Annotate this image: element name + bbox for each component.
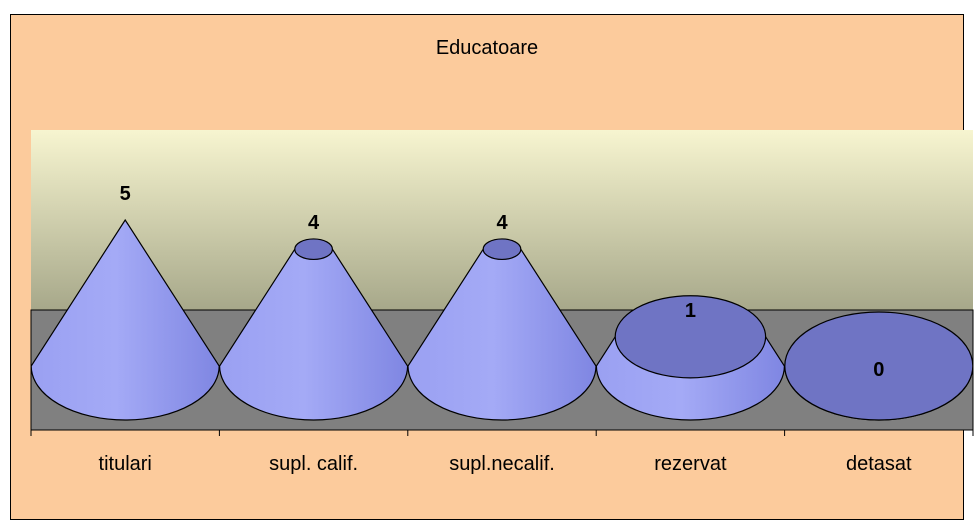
category-label: rezervat — [654, 453, 727, 475]
data-label: 4 — [308, 212, 320, 234]
data-label: 4 — [496, 212, 508, 234]
data-label: 5 — [120, 183, 131, 205]
cone-bar — [407, 248, 597, 421]
category-label: titulari — [99, 453, 152, 475]
category-label: detasat — [846, 453, 912, 475]
cone-bar — [218, 248, 409, 421]
category-label: supl. calif. — [269, 453, 358, 475]
cone-top-cap — [784, 311, 974, 421]
chart-title: Educatoare — [435, 37, 539, 59]
cone-top-cap — [482, 238, 522, 261]
data-label: 1 — [685, 300, 696, 322]
cone-top-cap — [614, 295, 767, 379]
cone-bar — [30, 218, 220, 421]
category-label: supl.necalif. — [449, 453, 555, 475]
data-label: 0 — [873, 359, 884, 381]
cone-top-cap — [294, 238, 334, 261]
